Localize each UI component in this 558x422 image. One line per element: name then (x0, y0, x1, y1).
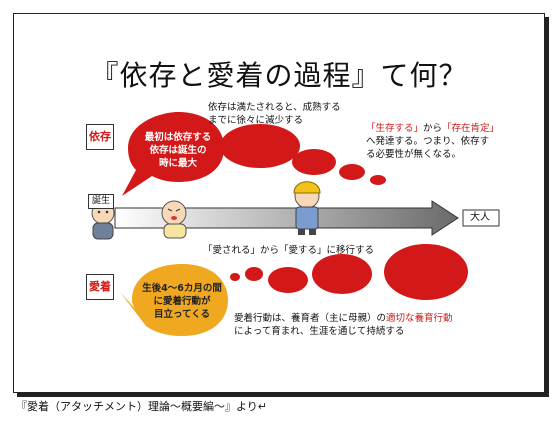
diagram-title: 『依存と愛着の過程』て何？ (90, 59, 468, 92)
dependence-bubble (122, 112, 224, 196)
dependence-bubble-text: 最初は依存する 依存は誕生の 時に最大 (144, 132, 212, 169)
development-text: 「生存する」から「存在肯定」 (366, 123, 500, 134)
attachment-bubble (120, 264, 228, 336)
dependence-decrease-text: 依存は満たされると、成熟する までに徐々に減少する (208, 102, 341, 126)
adult-label: 大人 (470, 212, 490, 223)
loved-to-love-text: 「愛される」から「愛する」に移行する (203, 245, 375, 256)
dependence-blob (370, 175, 386, 185)
attachment-bubble-text: 生後4～6カ月の間 に愛着行動が 目立ってくる (142, 283, 222, 320)
dependence-label: 依存 (86, 124, 114, 150)
attachment-behavior-text: 愛着行動は、養育者（主に母親）の適切な養育行動 (234, 313, 453, 324)
infant-figure (161, 200, 187, 239)
birth-label: 誕生 (88, 194, 115, 209)
attachment-blob (245, 267, 263, 281)
attachment-blob (230, 273, 240, 281)
attachment-behavior-text-cont: によって育まれ、生涯を通じて持続する (234, 326, 405, 337)
dependence-blob (220, 124, 300, 168)
child-figure (293, 181, 321, 235)
source-caption: 『愛着（アタッチメント）理論～概要編～』より↵ (16, 400, 267, 413)
dependence-blob (292, 149, 336, 175)
dependence-blob (339, 164, 365, 180)
adult-box (462, 209, 500, 227)
attachment-blob (312, 254, 372, 294)
attachment-blob (384, 244, 468, 300)
attachment-label: 愛着 (86, 274, 114, 300)
attachment-blob (268, 267, 308, 293)
development-text-cont: へ発達する。つまり、依存す る必要性が無くなる。 (366, 136, 490, 160)
